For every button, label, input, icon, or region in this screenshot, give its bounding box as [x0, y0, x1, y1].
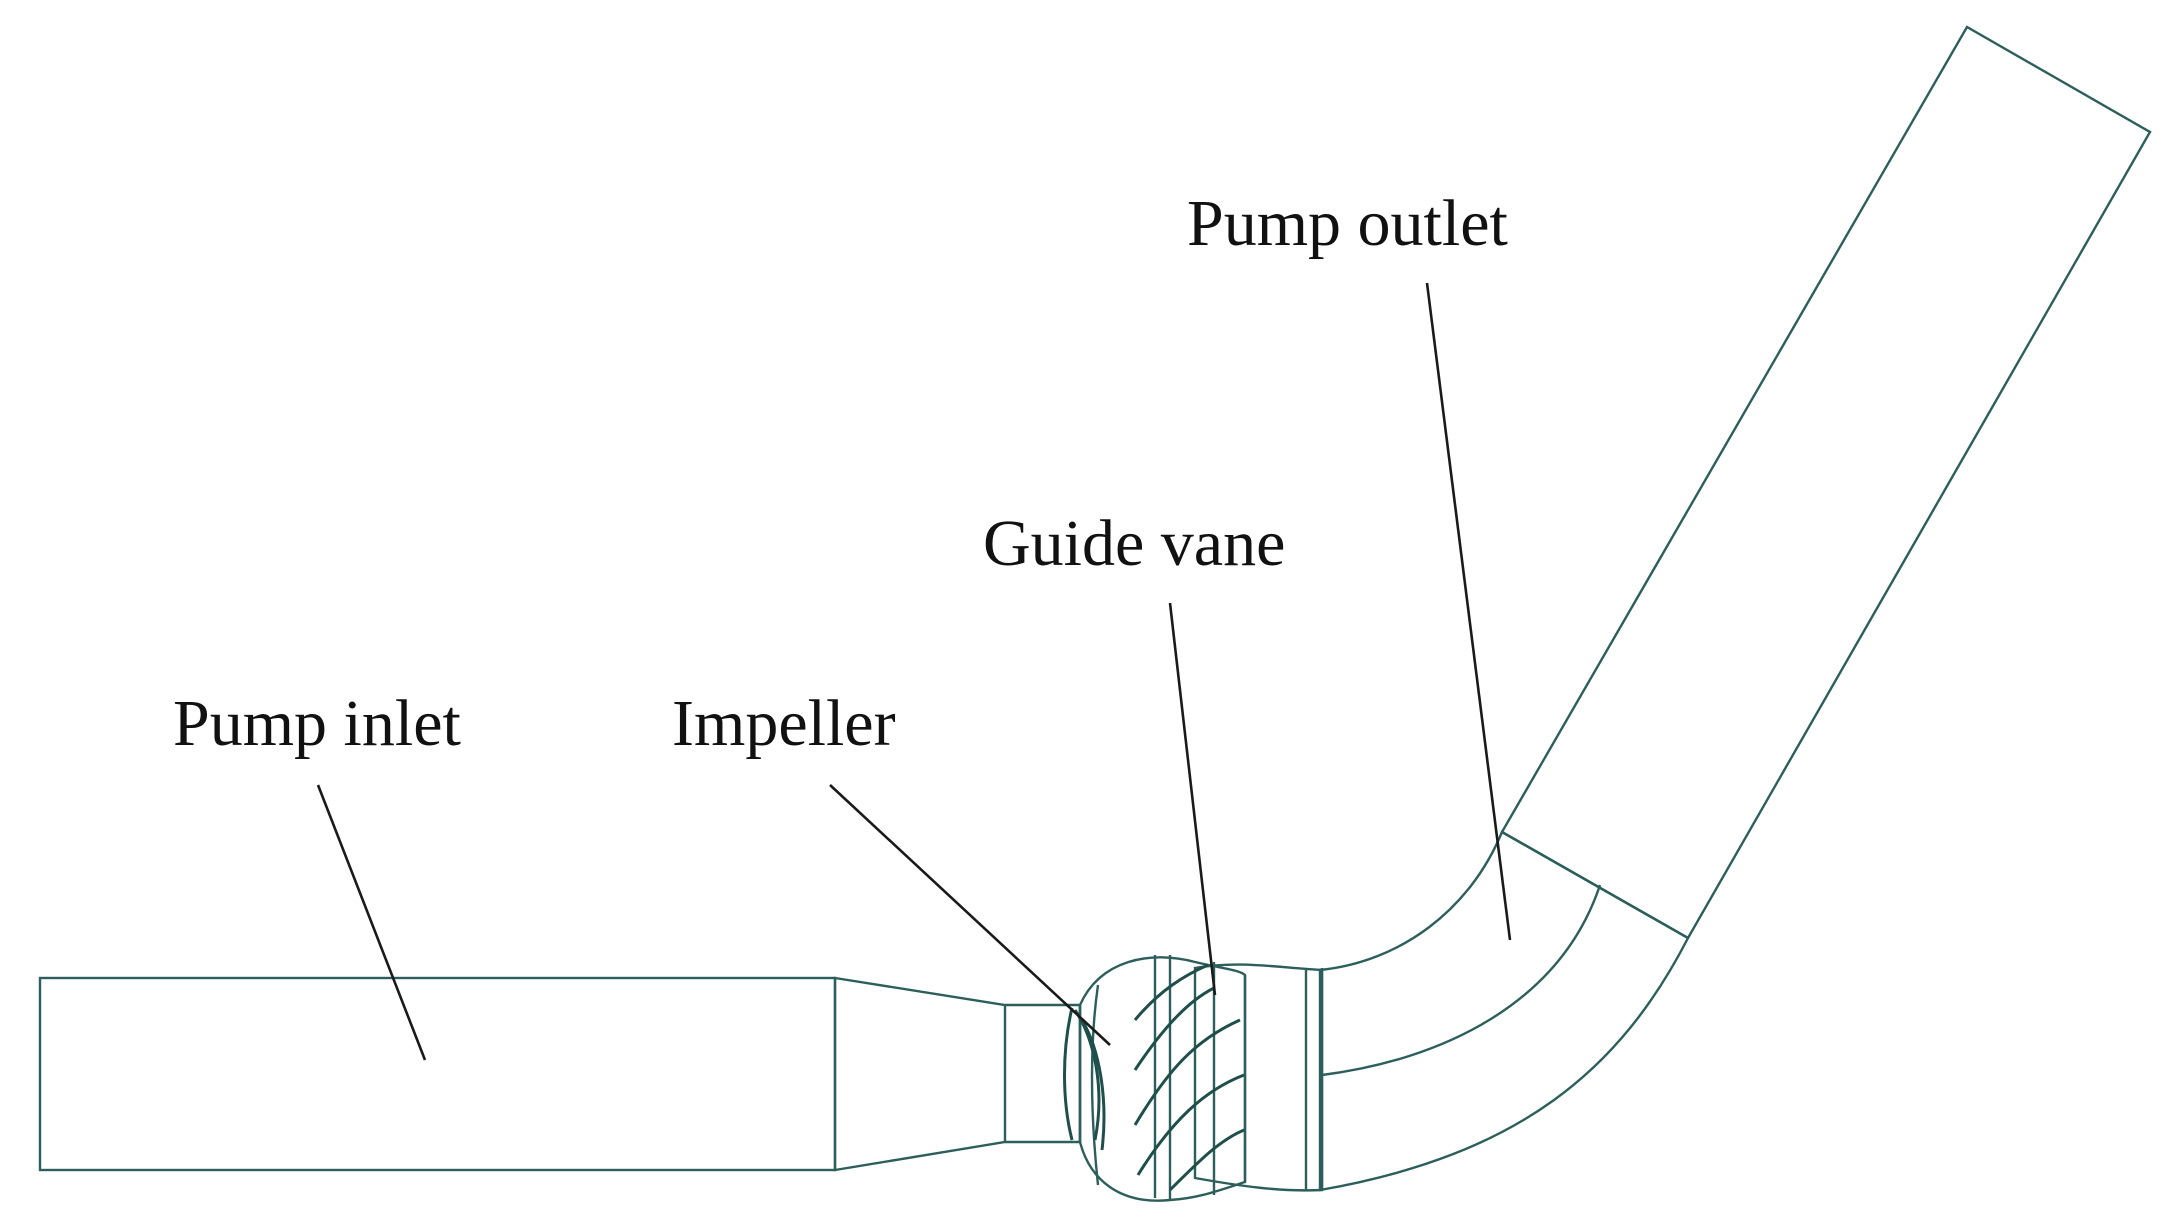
label-pump-inlet: Pump inlet: [173, 687, 461, 760]
label-impeller: Impeller: [672, 687, 896, 760]
leader-line-pump-outlet: [1425, 282, 1512, 941]
label-pump-outlet: Pump outlet: [1187, 187, 1508, 260]
inlet-cone: [833, 976, 1082, 1172]
label-guide-vane: Guide vane: [983, 507, 1285, 580]
impeller-bulb: [1063, 955, 1247, 1202]
leader-line-impeller: [829, 784, 1111, 1046]
leader-line-guide-vane: [1168, 602, 1217, 996]
outlet-straight-pipe: [1500, 25, 2152, 940]
leader-line-pump-inlet: [316, 784, 427, 1061]
outlet-elbow: [1318, 830, 1690, 1192]
inlet-pipe: [38, 976, 837, 1172]
guide-vane-section: [1193, 963, 1324, 1192]
